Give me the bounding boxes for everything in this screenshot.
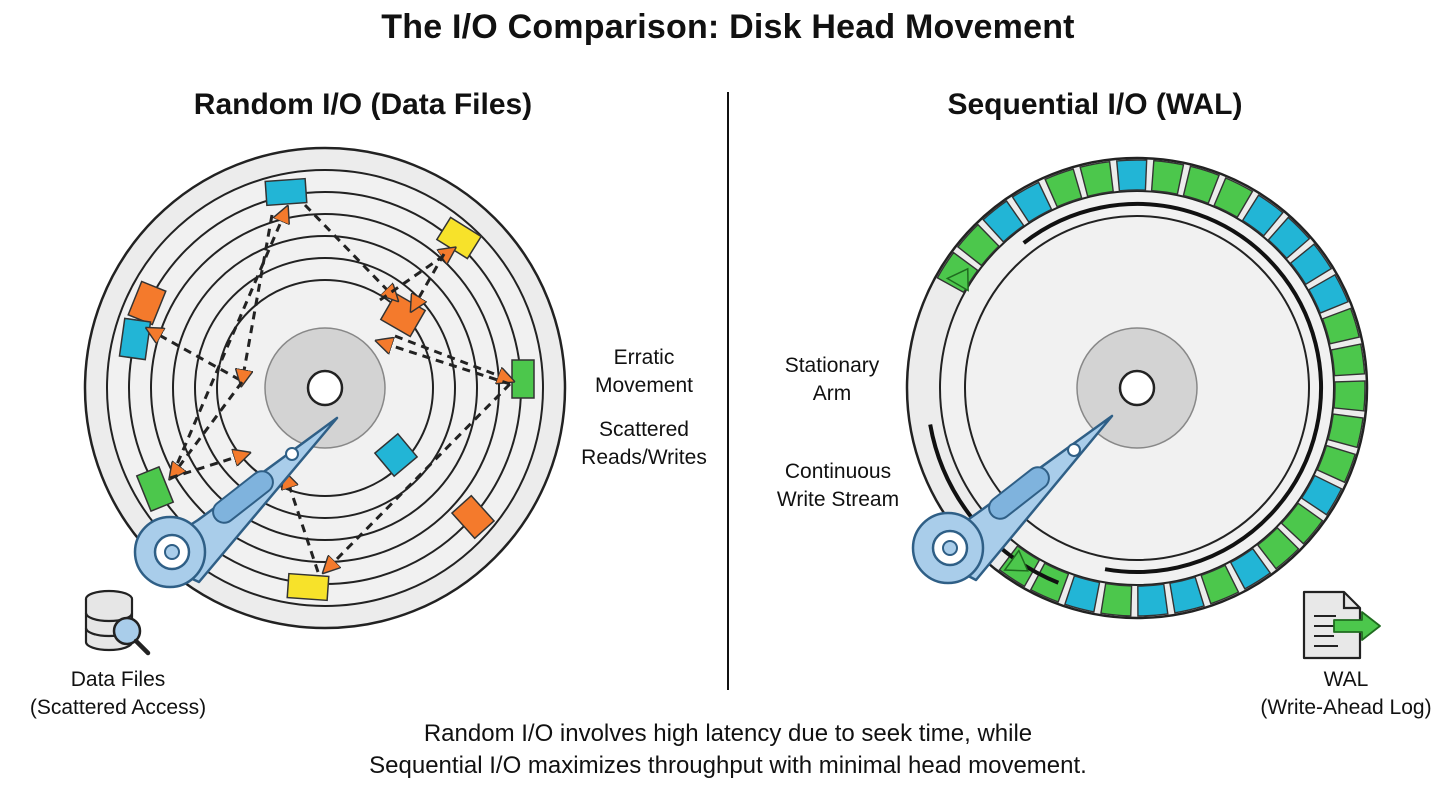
log-block (1079, 160, 1114, 198)
stream-arrowhead-bottom (1003, 549, 1029, 572)
log-block (1011, 181, 1053, 224)
log-block (1229, 547, 1272, 590)
document-arrow-icon (1302, 590, 1381, 660)
panel-divider (727, 92, 729, 690)
page-title: The I/O Comparison: Disk Head Movement (381, 8, 1075, 46)
label-wal: WAL (Write-Ahead Log) (1260, 668, 1432, 719)
log-block (1169, 576, 1205, 614)
stationary-actuator-arm (911, 414, 1114, 585)
data-block-bottom-yellow (286, 572, 330, 602)
data-block-top (264, 177, 308, 207)
seek-path (170, 210, 286, 477)
random-actuator-arm (133, 416, 339, 589)
log-block (1289, 243, 1333, 286)
log-block (1100, 582, 1133, 617)
log-block (1316, 444, 1357, 484)
log-block (1307, 273, 1349, 314)
log-block (982, 200, 1025, 243)
label-stationary-arm: Stationary Arm (784, 354, 880, 405)
log-block (1333, 380, 1366, 412)
spindle-center (306, 369, 344, 407)
log-block (1300, 474, 1343, 516)
log-block (1137, 583, 1169, 617)
seek-path (394, 334, 510, 380)
log-block (1330, 343, 1366, 377)
label-erratic-movement: Erratic Movement (594, 346, 694, 397)
seek-path (242, 214, 274, 382)
data-block-right-green (511, 359, 535, 399)
log-block (1280, 502, 1324, 545)
data-block-lower-left-green (135, 465, 175, 513)
seek-path (326, 382, 512, 570)
label-data-files: Data Files (Scattered Access) (29, 668, 207, 719)
log-block (1213, 177, 1254, 219)
log-block (1044, 168, 1083, 208)
random-io-heading: Random I/O (Data Files) (193, 88, 533, 121)
data-block-lower-right-orange (450, 494, 496, 540)
log-block (1064, 574, 1101, 613)
seek-path (172, 381, 244, 476)
label-scattered-reads-writes: Scattered Reads/Writes (581, 418, 707, 469)
data-block-left-orange (127, 280, 167, 326)
sequential-block-ring (936, 159, 1366, 617)
log-block (1182, 165, 1220, 205)
log-block (1267, 216, 1311, 260)
seek-path (303, 203, 395, 298)
log-block (956, 223, 1000, 267)
log-block (1327, 413, 1364, 449)
seek-path (286, 476, 320, 573)
seek-path (150, 330, 241, 382)
seek-paths (150, 205, 510, 572)
spindle-center (1118, 369, 1156, 407)
caption: Random I/O involves high latency due to … (369, 720, 1087, 779)
data-block-lower-blue (373, 432, 419, 478)
database-search-icon (84, 589, 151, 656)
label-continuous-write-stream: Continuous Write Stream (776, 460, 900, 511)
log-block (1200, 564, 1240, 605)
log-block (1150, 159, 1185, 195)
stream-arrowhead-top (945, 267, 969, 292)
data-block-left-blue (118, 317, 152, 361)
log-block (1115, 159, 1148, 192)
log-block (1256, 526, 1300, 570)
seek-path (413, 253, 446, 308)
seek-path (380, 342, 511, 386)
sequential-io-heading: Sequential I/O (WAL) (947, 88, 1243, 121)
log-block (1321, 307, 1361, 345)
log-block (1241, 194, 1284, 237)
random-blocks (118, 177, 535, 602)
